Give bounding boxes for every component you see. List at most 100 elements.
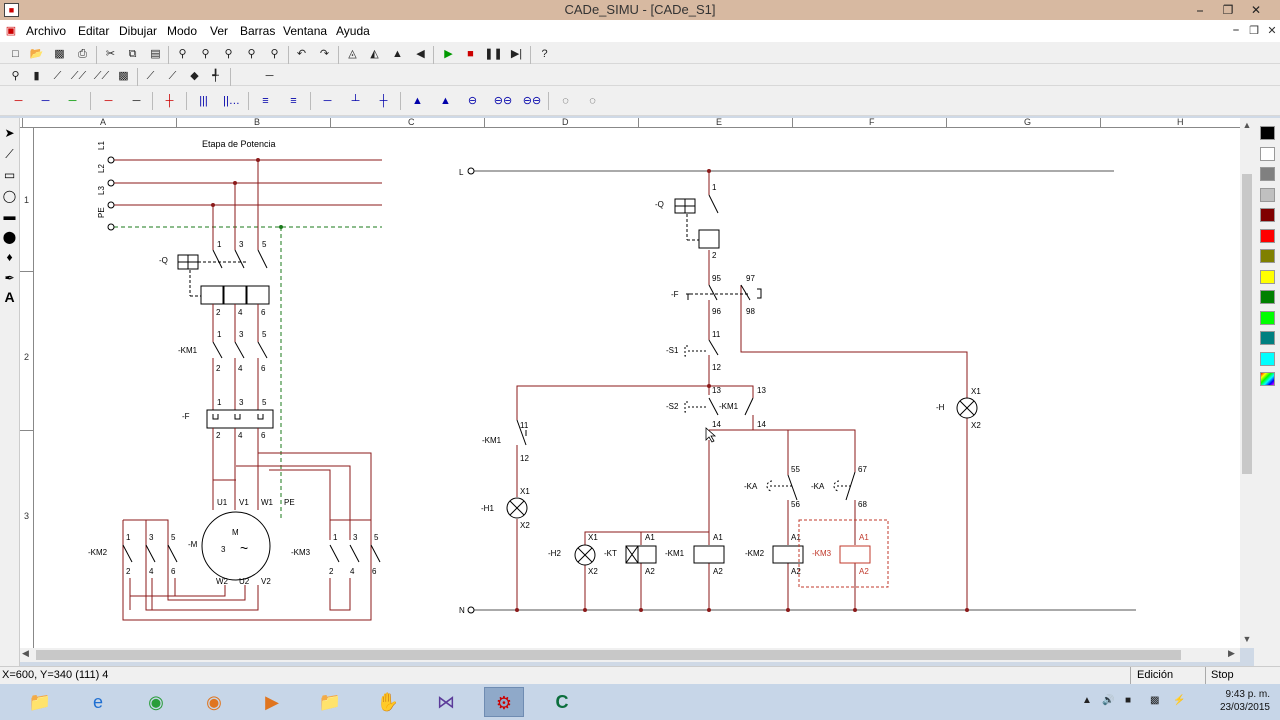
filled-rectangle-icon[interactable]: ▬ bbox=[3, 209, 16, 223]
menu-dibujar[interactable]: Dibujar bbox=[119, 24, 158, 38]
flip-icon[interactable]: ◀ bbox=[416, 48, 425, 60]
horizontal-scroll-thumb[interactable] bbox=[36, 650, 1181, 660]
rotate-right-icon[interactable]: ◭ bbox=[370, 48, 379, 60]
swatch-red[interactable] bbox=[1260, 229, 1275, 243]
blue-wire-icon[interactable]: ─ bbox=[41, 95, 50, 107]
swatch-lime[interactable] bbox=[1260, 311, 1275, 325]
mirror-icon[interactable]: ▲ bbox=[392, 48, 403, 60]
draw-line-icon[interactable]: ⟋ bbox=[5, 147, 14, 161]
swatch-teal[interactable] bbox=[1260, 331, 1275, 345]
terminal-icon[interactable]: ▲ bbox=[412, 95, 423, 107]
menu-editar[interactable]: Editar bbox=[78, 24, 110, 38]
control-km3-coil-label[interactable]: -KM3 bbox=[812, 549, 832, 558]
eyedropper-icon[interactable]: ✒ bbox=[4, 271, 15, 285]
terminal2-icon[interactable]: ▲ bbox=[440, 95, 451, 107]
fuse-icon[interactable]: ▮ bbox=[33, 70, 40, 82]
save-icon[interactable]: ▩ bbox=[54, 48, 65, 60]
wire-icon[interactable]: ─ bbox=[265, 70, 274, 82]
terminal4-icon[interactable]: ⊖⊖ bbox=[493, 95, 513, 107]
scroll-down-icon[interactable]: ▼ bbox=[1242, 634, 1252, 644]
zoom-all-icon[interactable]: ⚲ bbox=[247, 48, 256, 60]
terminal3-icon[interactable]: ⊖ bbox=[467, 95, 478, 107]
three-pole-breaker-icon[interactable]: ⟋⟋ bbox=[70, 70, 87, 82]
menu-ayuda[interactable]: Ayuda bbox=[336, 24, 370, 38]
minimize-icon[interactable]: ⎯ bbox=[1196, 3, 1203, 17]
zoom-pan-icon[interactable]: ⚲ bbox=[270, 48, 279, 60]
menu-modo[interactable]: Modo bbox=[167, 24, 198, 38]
vertical-scroll-thumb[interactable] bbox=[1242, 174, 1252, 474]
folder-icon[interactable]: 📁 bbox=[318, 692, 342, 712]
app-glove-icon[interactable]: ✋ bbox=[376, 692, 400, 712]
menu-ventana[interactable]: Ventana bbox=[283, 24, 328, 38]
vertical-scrollbar[interactable]: ▲ ▼ bbox=[1240, 118, 1254, 648]
terminal5-icon[interactable]: ⊖⊖ bbox=[522, 95, 542, 107]
differential-icon[interactable]: ⟋⟋ bbox=[93, 70, 110, 82]
close-icon[interactable]: ✕ bbox=[1250, 3, 1262, 17]
connector-left-icon[interactable]: ◌ bbox=[562, 95, 569, 107]
phase-wire-icon[interactable]: ─ bbox=[104, 95, 113, 107]
taskbar-clock[interactable]: 9:43 p. m. 23/03/2015 bbox=[1220, 688, 1270, 714]
volume-icon[interactable]: 🔊 bbox=[1102, 695, 1115, 706]
zoom-window-icon[interactable]: ⚲ bbox=[178, 48, 187, 60]
menu-barras[interactable]: Barras bbox=[240, 24, 276, 38]
breaker-icon[interactable]: ⟋ bbox=[53, 70, 62, 82]
socket-icon[interactable]: ╃ bbox=[212, 70, 219, 82]
swatch-olive[interactable] bbox=[1260, 249, 1275, 263]
chrome-icon[interactable]: ◉ bbox=[148, 692, 164, 712]
hbus2-icon[interactable]: ≡ bbox=[290, 95, 297, 107]
fill-bucket-icon[interactable]: ♦ bbox=[6, 250, 13, 264]
line-cross-icon[interactable]: ┼ bbox=[379, 95, 388, 107]
contactor-switch-icon[interactable]: ⟋ bbox=[168, 70, 177, 82]
paste-icon[interactable]: ▤ bbox=[150, 48, 161, 60]
undo-icon[interactable]: ↶ bbox=[296, 48, 307, 60]
green-wire-icon[interactable]: ─ bbox=[68, 95, 77, 107]
scroll-right-icon[interactable]: ▶ bbox=[1228, 648, 1235, 658]
swatch-maroon[interactable] bbox=[1260, 208, 1275, 222]
visual-studio-icon[interactable]: ⋈ bbox=[437, 692, 455, 712]
connector-right-icon[interactable]: ◌ bbox=[589, 95, 596, 107]
tray-app-icon[interactable]: ■ bbox=[1125, 695, 1132, 706]
mdi-close-icon[interactable]: ✕ bbox=[1267, 25, 1277, 37]
power-supply-icon[interactable]: ⚲ bbox=[11, 70, 20, 82]
camtasia-icon[interactable]: C bbox=[555, 692, 569, 712]
rotate-left-icon[interactable]: ◬ bbox=[348, 48, 357, 60]
rectangle-icon[interactable]: ▭ bbox=[3, 168, 16, 182]
open-folder-icon[interactable]: 📂 bbox=[29, 48, 44, 60]
zoom-out-icon[interactable]: ⚲ bbox=[224, 48, 233, 60]
select-arrow-icon[interactable]: ➤ bbox=[4, 126, 15, 140]
mdi-minimize-icon[interactable]: ⎯ bbox=[1233, 24, 1239, 36]
app-icon[interactable]: ■ bbox=[4, 3, 19, 17]
text-tool-icon[interactable]: A bbox=[4, 289, 15, 305]
filled-ellipse-icon[interactable]: ⬤ bbox=[2, 230, 17, 244]
print-icon[interactable]: ⎙ bbox=[78, 48, 87, 60]
document-icon[interactable]: ▣ bbox=[5, 25, 17, 37]
tray-chevron-icon[interactable]: ▲ bbox=[1082, 695, 1092, 706]
black-wire-icon[interactable]: ─ bbox=[132, 95, 141, 107]
connector-icon[interactable]: ◆ bbox=[190, 70, 199, 82]
red-wire-icon[interactable]: ─ bbox=[14, 95, 23, 107]
network-icon[interactable]: ▩ bbox=[1150, 695, 1160, 706]
swatch-black[interactable] bbox=[1260, 126, 1275, 140]
copy-icon[interactable]: ⧉ bbox=[128, 48, 137, 60]
power-icon[interactable]: ⚡ bbox=[1173, 695, 1186, 706]
scroll-up-icon[interactable]: ▲ bbox=[1242, 120, 1252, 130]
bus-icon[interactable]: ||… bbox=[223, 95, 240, 107]
redo-icon[interactable]: ↷ bbox=[319, 48, 330, 60]
custom-color-icon[interactable] bbox=[1260, 372, 1275, 386]
menu-ver[interactable]: Ver bbox=[210, 24, 229, 38]
swatch-white[interactable] bbox=[1260, 147, 1275, 161]
relay-icon[interactable]: ▩ bbox=[118, 70, 129, 82]
line-h-icon[interactable]: ─ bbox=[323, 95, 332, 107]
media-player-icon[interactable]: ▶ bbox=[265, 692, 279, 712]
swatch-gray[interactable] bbox=[1260, 167, 1275, 181]
swatch-cyan[interactable] bbox=[1260, 352, 1275, 366]
stop-icon[interactable]: ■ bbox=[467, 48, 474, 60]
zoom-in-icon[interactable]: ⚲ bbox=[201, 48, 210, 60]
menu-archivo[interactable]: Archivo bbox=[26, 24, 67, 38]
ellipse-icon[interactable]: ◯ bbox=[2, 189, 17, 203]
junction-icon[interactable]: ┼ bbox=[165, 95, 174, 107]
play-icon[interactable]: ▶ bbox=[444, 48, 453, 60]
motor-protection-icon[interactable]: ⟋ bbox=[146, 70, 155, 82]
new-file-icon[interactable]: □ bbox=[12, 48, 19, 60]
schematic-diagram[interactable]: Etapa de Potencia L1 L2 L3 PE -Q bbox=[34, 128, 1240, 648]
